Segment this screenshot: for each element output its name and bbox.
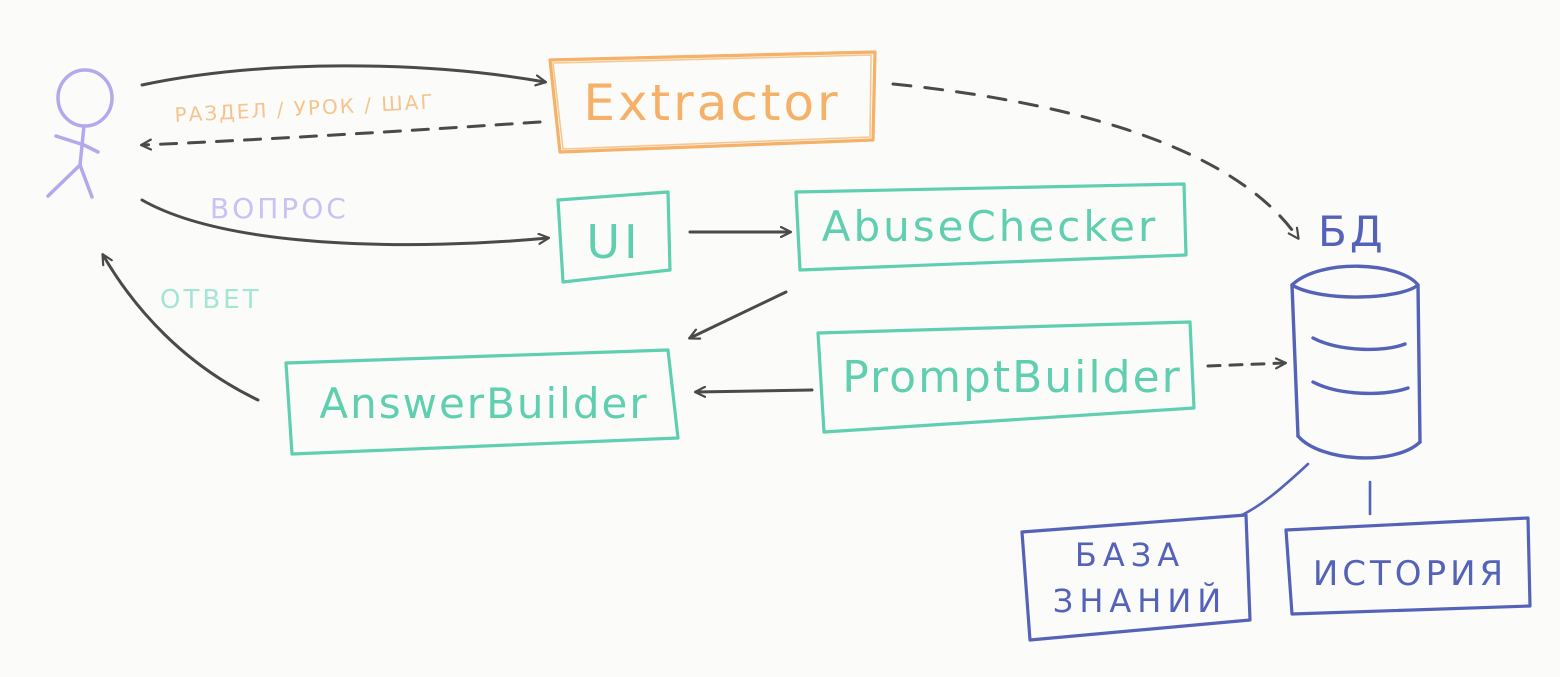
edge-user-to-ui xyxy=(140,198,548,247)
abusechecker-label: AbuseChecker xyxy=(822,202,1159,251)
connector-db-to-knowledge-base xyxy=(1240,462,1310,517)
edge-label-answer: ОТВЕТ xyxy=(160,285,262,315)
edge-user-to-extractor xyxy=(140,64,545,87)
history-label: ИСТОРИЯ xyxy=(1313,554,1507,594)
knowledge-base-label-line1: БАЗА xyxy=(1075,536,1185,574)
history-node: ИСТОРИЯ xyxy=(1284,516,1532,616)
answerbuilder-node: AnswerBuilder xyxy=(284,348,680,456)
db-label: БД xyxy=(1318,207,1386,256)
knowledge-base-node: БАЗА ЗНАНИЙ xyxy=(1020,513,1252,642)
edge-promptbuilder-to-db xyxy=(1206,363,1285,366)
edge-extractor-to-db xyxy=(891,82,1298,238)
promptbuilder-label: PromptBuilder xyxy=(842,352,1181,403)
edge-label-question: ВОПРОС xyxy=(210,192,349,225)
knowledge-base-label-line2: ЗНАНИЙ xyxy=(1053,582,1227,620)
edge-extractor-to-user xyxy=(142,120,542,145)
ui-node: UI xyxy=(556,190,672,284)
db-database-cylinder-icon xyxy=(1290,264,1422,460)
edge-abusechecker-to-answerbuilder xyxy=(690,290,788,338)
abusechecker-node: AbuseChecker xyxy=(794,182,1188,272)
edge-label-context: РАЗДЕЛ / УРОК / ШАГ xyxy=(174,89,435,127)
extractor-label: Extractor xyxy=(583,74,840,132)
user-stick-figure-icon xyxy=(46,68,114,199)
edge-promptbuilder-to-answerbuilder xyxy=(696,390,814,392)
edge-answerbuilder-to-user xyxy=(103,255,260,402)
extractor-node: Extractor xyxy=(548,50,877,154)
answerbuilder-label: AnswerBuilder xyxy=(319,379,648,428)
promptbuilder-node: PromptBuilder xyxy=(816,320,1196,434)
ui-label: UI xyxy=(586,215,641,269)
